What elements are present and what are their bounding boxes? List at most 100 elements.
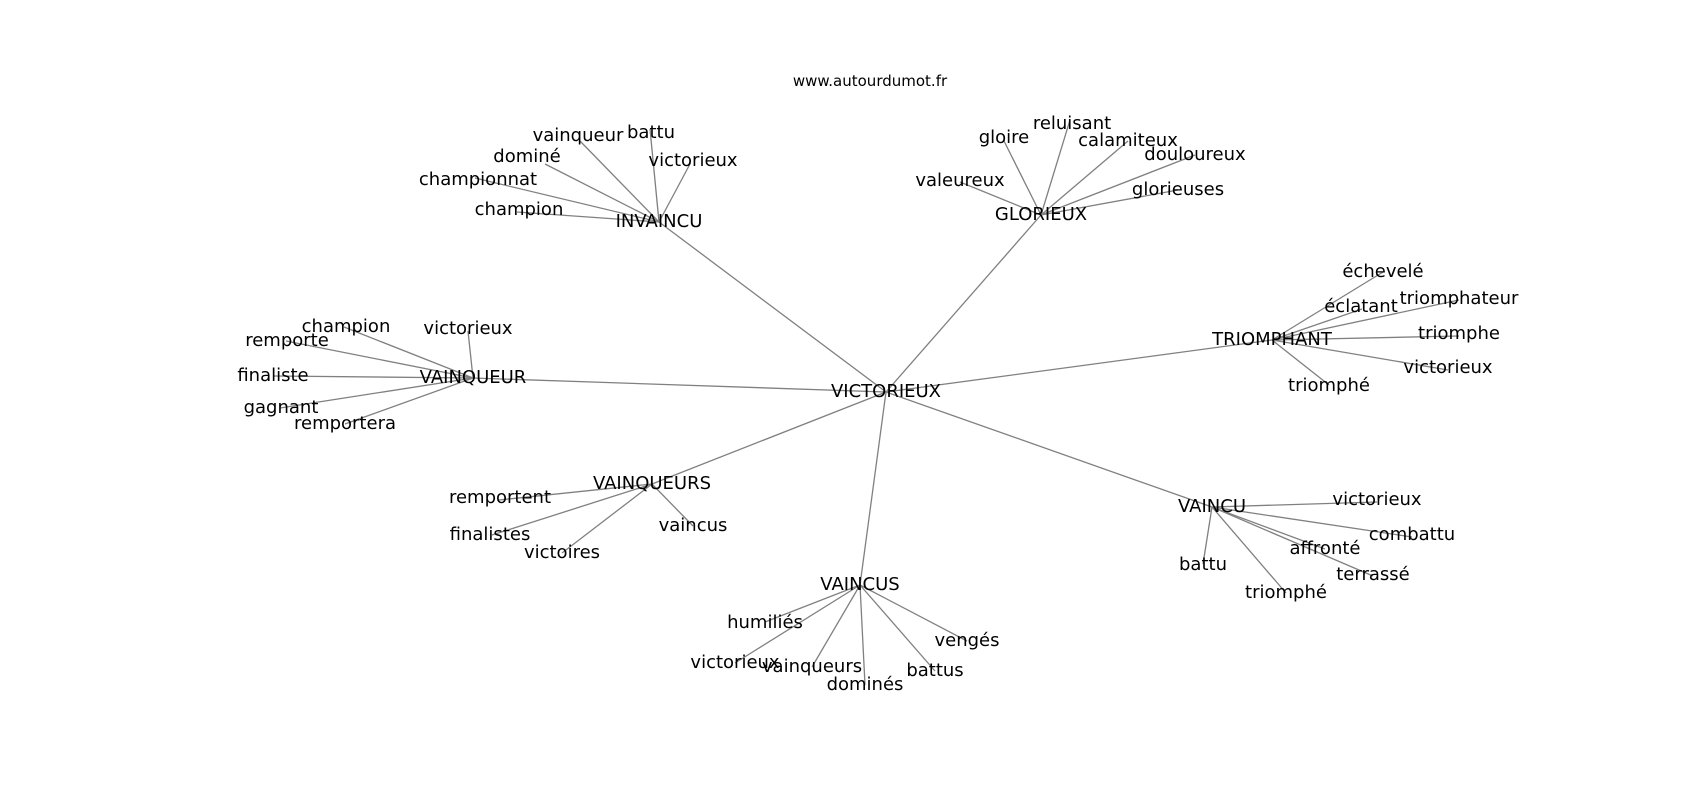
word-node[interactable]: remportera: [294, 413, 396, 434]
edge-hub-to-word: [1202, 506, 1213, 565]
word-node[interactable]: victoires: [524, 542, 600, 563]
edge-hub-to-word: [1271, 308, 1363, 341]
edge-hub-to-word: [498, 483, 653, 501]
word-node[interactable]: éclatant: [1324, 296, 1398, 317]
edge-layer: [273, 119, 1460, 686]
edge-hub-to-word: [734, 584, 861, 664]
word-node[interactable]: champion: [475, 199, 564, 220]
edge-hub-to-word: [1271, 335, 1460, 341]
edge-hub-to-word: [1211, 506, 1374, 577]
word-node[interactable]: échevelé: [1342, 261, 1423, 282]
edge-hub-to-word: [811, 584, 861, 668]
edge-hub-to-word: [859, 584, 866, 686]
edge-hub-to-word: [1040, 119, 1071, 216]
word-node[interactable]: vainqueur: [533, 125, 624, 146]
edge-hub-to-word: [649, 128, 660, 223]
word-node[interactable]: finaliste: [237, 365, 308, 386]
edge-hub-to-word: [1271, 271, 1384, 341]
hub-node[interactable]: VAINQUEUR: [420, 367, 527, 388]
word-node[interactable]: battu: [627, 122, 675, 143]
edge-center-to-hub: [885, 339, 1273, 393]
edge-hub-to-word: [1271, 339, 1449, 371]
edge-hub-to-word: [491, 483, 653, 536]
edge-center-to-hub: [885, 391, 1213, 508]
edge-center-to-hub: [885, 214, 1042, 393]
word-node[interactable]: gloire: [979, 127, 1030, 148]
word-node[interactable]: combattu: [1369, 524, 1455, 545]
edge-hub-to-word: [1271, 339, 1330, 386]
word-node[interactable]: triomphé: [1245, 582, 1327, 603]
hub-node[interactable]: INVAINCU: [616, 211, 703, 232]
word-node[interactable]: finalistes: [450, 524, 531, 545]
edge-hub-to-word: [1211, 506, 1287, 594]
hub-node[interactable]: GLORIEUX: [995, 204, 1087, 225]
word-node[interactable]: dominés: [827, 674, 904, 695]
word-node[interactable]: remportent: [449, 487, 551, 508]
hub-node[interactable]: VAINCU: [1178, 496, 1246, 517]
edge-center-to-hub: [472, 377, 887, 393]
edge-hub-to-word: [1211, 506, 1413, 538]
site-url-label: www.autourdumot.fr: [792, 72, 948, 90]
edge-hub-to-word: [344, 377, 474, 425]
center-node[interactable]: VICTORIEUX: [831, 381, 941, 402]
word-node[interactable]: vaincus: [659, 515, 728, 536]
word-node[interactable]: valeureux: [915, 170, 1005, 191]
edge-hub-to-word: [544, 163, 660, 223]
edge-hub-to-word: [658, 163, 691, 223]
edge-hub-to-word: [651, 483, 694, 527]
word-node[interactable]: victorieux: [690, 652, 780, 673]
edge-hub-to-word: [859, 584, 936, 672]
word-node[interactable]: douloureux: [1144, 144, 1246, 165]
word-node[interactable]: gagnant: [244, 397, 319, 418]
edge-hub-to-word: [1040, 154, 1196, 216]
word-node[interactable]: battus: [906, 660, 963, 681]
edge-hub-to-word: [1003, 140, 1042, 216]
edge-hub-to-word: [273, 375, 474, 379]
edge-hub-to-word: [474, 177, 660, 223]
word-node[interactable]: remporte: [245, 330, 329, 351]
edge-hub-to-word: [516, 211, 660, 223]
edge-hub-to-word: [1040, 140, 1129, 216]
word-node[interactable]: dominé: [493, 146, 560, 167]
hub-node[interactable]: TRIOMPHANT: [1211, 329, 1333, 350]
word-node[interactable]: reluisant: [1033, 113, 1111, 134]
edge-hub-to-word: [579, 140, 660, 223]
edge-hub-to-word: [1271, 299, 1460, 341]
edge-center-to-hub: [651, 391, 887, 485]
edge-hub-to-word: [1040, 189, 1179, 216]
word-node[interactable]: vainqueurs: [762, 656, 862, 677]
edge-center-to-hub: [658, 221, 887, 393]
word-node[interactable]: victorieux: [1403, 357, 1493, 378]
word-node[interactable]: glorieuses: [1132, 179, 1224, 200]
word-node[interactable]: champion: [302, 316, 391, 337]
word-node[interactable]: triomphateur: [1400, 288, 1519, 309]
edge-hub-to-word: [279, 377, 474, 409]
word-node[interactable]: triomphe: [1418, 323, 1500, 344]
word-node[interactable]: humiliés: [727, 612, 803, 633]
edge-hub-to-word: [561, 483, 653, 554]
edge-hub-to-word: [285, 340, 474, 379]
edge-hub-to-word: [959, 181, 1042, 216]
word-node[interactable]: terrassé: [1336, 564, 1409, 585]
word-node[interactable]: victorieux: [648, 150, 738, 171]
word-node[interactable]: vengés: [934, 630, 999, 651]
edge-hub-to-word: [1211, 501, 1378, 508]
word-node[interactable]: battu: [1179, 554, 1227, 575]
word-node[interactable]: victorieux: [1332, 489, 1422, 510]
word-node[interactable]: victorieux: [423, 318, 513, 339]
edge-hub-to-word: [467, 330, 474, 379]
hub-node[interactable]: VAINCUS: [820, 574, 899, 595]
edge-hub-to-word: [1211, 506, 1326, 550]
edge-center-to-hub: [859, 391, 887, 586]
word-node[interactable]: calamiteux: [1078, 130, 1178, 151]
edge-hub-to-word: [859, 584, 968, 642]
word-node[interactable]: championnat: [419, 169, 537, 190]
hub-node[interactable]: VAINQUEURS: [593, 473, 711, 494]
word-node[interactable]: triomphé: [1288, 375, 1370, 396]
edge-hub-to-word: [764, 584, 861, 623]
word-node[interactable]: affronté: [1290, 538, 1361, 559]
edge-hub-to-word: [343, 326, 474, 379]
